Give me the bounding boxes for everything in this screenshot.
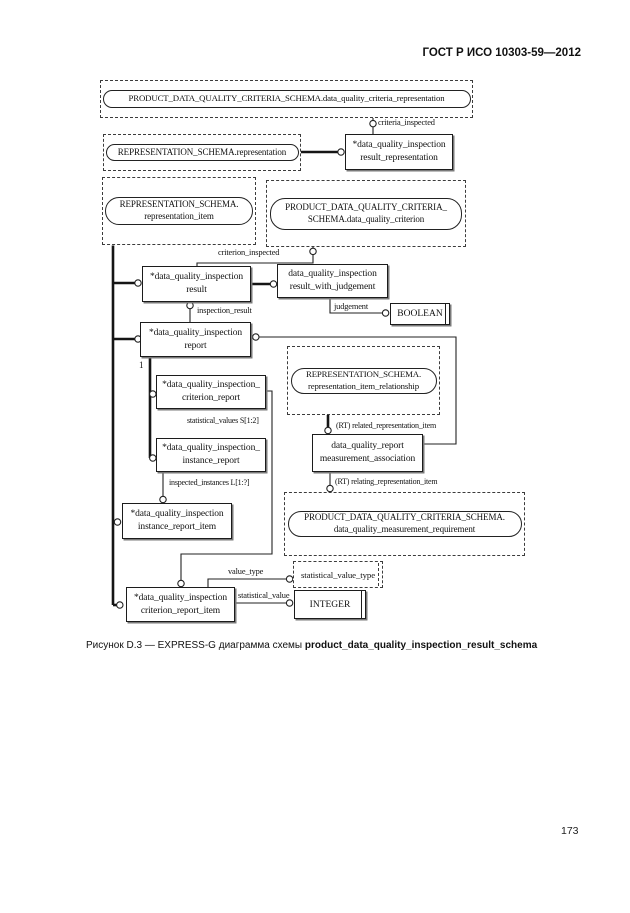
entity-criterion-report-item: *data_quality_inspection criterion_repor… [126, 587, 235, 622]
interschema-ref-data-quality-criterion: PRODUCT_DATA_QUALITY_CRITERIA_ SCHEMA.da… [270, 197, 462, 230]
type-integer-label: INTEGER [309, 599, 351, 610]
entity-report: *data_quality_inspection report [140, 322, 251, 357]
simple-type-double-bar [360, 591, 362, 618]
entity-instance-report-item: *data_quality_inspection instance_report… [122, 503, 232, 539]
attribute-label-judgement: judgement [334, 302, 369, 311]
attribute-label-relating-representation-item: (RT) relating_representation_item [335, 477, 438, 486]
simple-type-double-bar [444, 304, 446, 324]
type-boolean: BOOLEAN [390, 303, 450, 325]
entity-instance-report: *data_quality_inspection_ instance_repor… [156, 438, 266, 472]
attribute-label-inspected-instances: inspected_instances L[1:?] [169, 478, 250, 487]
attribute-label-statistical-value: statistical_value [238, 591, 290, 600]
interschema-ref-criteria-representation: PRODUCT_DATA_QUALITY_CRITERIA_SCHEMA.dat… [102, 90, 471, 108]
attribute-end-circles [113, 119, 390, 609]
cardinality-label-one: 1 [139, 360, 144, 370]
entity-result-with-judgement: data_quality_inspection result_with_judg… [277, 264, 388, 298]
type-integer: INTEGER [294, 590, 366, 619]
type-statistical-value-type-label: statistical_value_type [300, 569, 376, 580]
attribute-label-value-type: value_type [228, 567, 264, 576]
entity-result-representation: *data_quality_inspection result_represen… [345, 134, 453, 170]
attribute-label-related-representation-item: (RT) related_representation_item [336, 421, 436, 430]
interschema-ref-representation-item-relationship: REPRESENTATION_SCHEMA. representation_it… [290, 367, 437, 394]
interschema-ref-measurement-requirement: PRODUCT_DATA_QUALITY_CRITERIA_SCHEMA. da… [287, 511, 522, 537]
attribute-label-inspection-result: inspection_result [197, 306, 252, 315]
attribute-label-criterion-inspected: criterion_inspected [218, 248, 280, 257]
ref-frame-criteria-representation: PRODUCT_DATA_QUALITY_CRITERIA_SCHEMA.dat… [100, 80, 473, 118]
ref-frame-representation-item: REPRESENTATION_SCHEMA. representation_it… [102, 177, 256, 245]
type-boolean-label: BOOLEAN [397, 309, 443, 319]
entity-result: *data_quality_inspection result [142, 266, 251, 302]
thick-relationship-lines [111, 150, 338, 607]
ref-frame-representation-item-relationship: REPRESENTATION_SCHEMA. representation_it… [287, 346, 440, 415]
ref-frame-data-quality-criterion: PRODUCT_DATA_QUALITY_CRITERIA_ SCHEMA.da… [266, 180, 466, 247]
page-number: 173 [561, 825, 579, 837]
entity-criterion-report: *data_quality_inspection_ criterion_repo… [156, 375, 266, 409]
interschema-ref-representation-item: REPRESENTATION_SCHEMA. representation_it… [105, 197, 253, 225]
select-type-double-bar [378, 563, 379, 586]
ref-frame-measurement-requirement: PRODUCT_DATA_QUALITY_CRITERIA_SCHEMA. da… [284, 492, 525, 556]
document-header: ГОСТ Р ИСО 10303-59—2012 [422, 47, 581, 59]
figure-caption: Рисунок D.3 — EXPRESS-G диаграмма схемы … [86, 640, 537, 651]
type-statistical-value-type: statistical_value_type [293, 561, 383, 588]
figure-caption-prefix: Рисунок D.3 — EXPRESS-G диаграмма схемы [86, 640, 305, 651]
interschema-ref-representation: REPRESENTATION_SCHEMA.representation [105, 144, 299, 161]
entity-measurement-association: data_quality_report measurement_associat… [312, 434, 423, 472]
attribute-label-statistical-values: statistical_values S[1:2] [187, 416, 259, 425]
figure-caption-schema-name: product_data_quality_inspection_result_s… [304, 640, 538, 651]
ref-frame-representation: REPRESENTATION_SCHEMA.representation [103, 134, 301, 171]
attribute-label-criteria-inspected: criteria_inspected [378, 118, 435, 127]
